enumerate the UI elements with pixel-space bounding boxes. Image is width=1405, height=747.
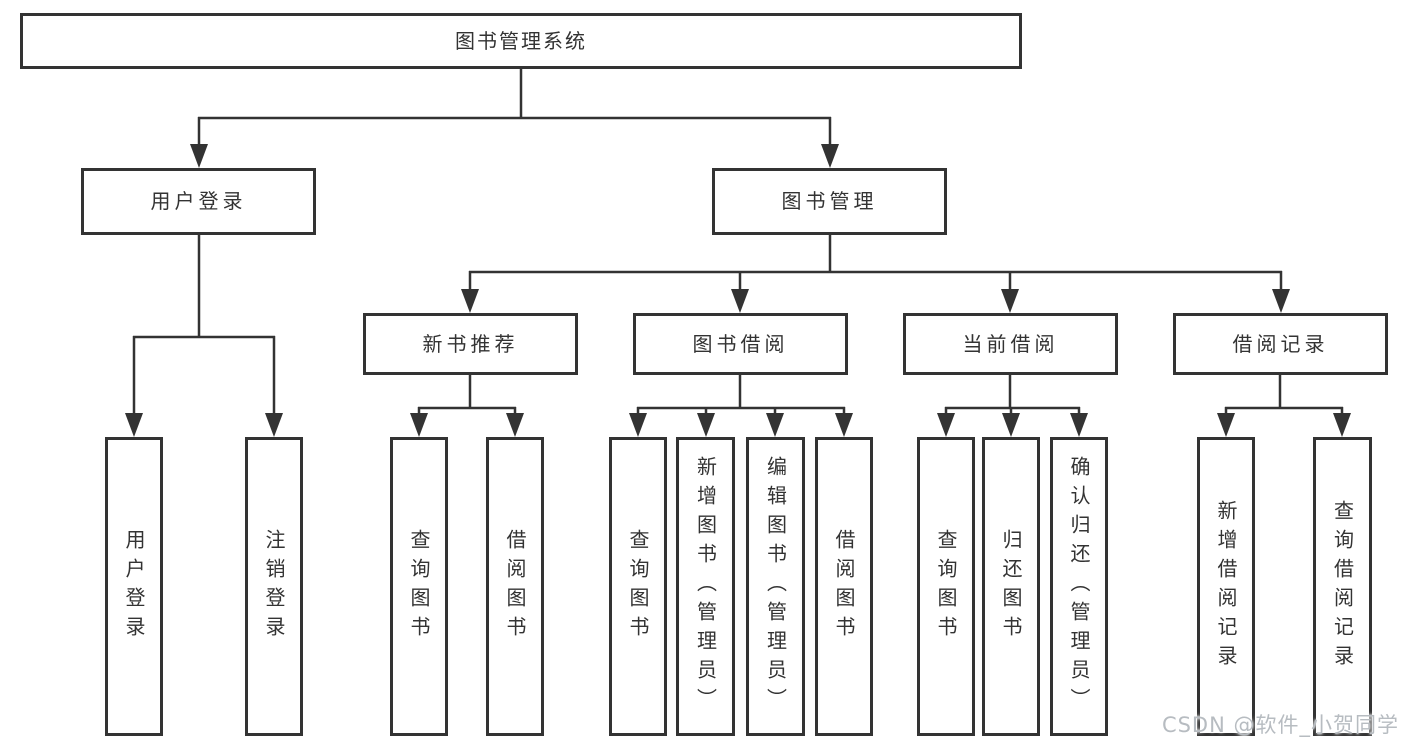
node-root: 图书管理系统 — [20, 13, 1022, 69]
node-new-book-recommend: 新书推荐 — [363, 313, 578, 375]
node-book-management-label: 图书管理 — [781, 189, 878, 213]
node-book-management: 图书管理 — [712, 168, 947, 235]
node-current-borrow-label: 当前借阅 — [962, 331, 1059, 356]
node-leaf-logout-label: 注销登录 — [262, 528, 286, 645]
node-leaf-edit-book-admin: 编辑图书（管理员） — [746, 437, 805, 736]
node-leaf-add-borrow-record-label: 新增借阅记录 — [1214, 499, 1238, 674]
node-leaf-logout: 注销登录 — [245, 437, 303, 736]
node-leaf-add-book-admin-label: 新增图书（管理员） — [693, 456, 718, 717]
node-leaf-query-book-3-label: 查询图书 — [934, 528, 958, 645]
node-leaf-query-book-1: 查询图书 — [390, 437, 448, 736]
node-borrow-records: 借阅记录 — [1173, 313, 1388, 375]
node-leaf-borrow-book-2-label: 借阅图书 — [832, 528, 856, 645]
node-leaf-borrow-book-1: 借阅图书 — [486, 437, 544, 736]
node-leaf-add-book-admin: 新增图书（管理员） — [676, 437, 735, 736]
watermark-text: CSDN @软件_小贺同学 — [1161, 713, 1399, 737]
node-leaf-add-borrow-record: 新增借阅记录 — [1197, 437, 1255, 736]
node-user-login: 用户登录 — [81, 168, 316, 235]
node-book-borrow: 图书借阅 — [633, 313, 848, 375]
node-leaf-user-login: 用户登录 — [105, 437, 163, 736]
node-book-borrow-label: 图书借阅 — [692, 331, 789, 356]
node-leaf-query-book-3: 查询图书 — [917, 437, 975, 736]
node-leaf-query-book-1-label: 查询图书 — [407, 528, 431, 645]
node-leaf-query-book-2: 查询图书 — [609, 437, 667, 736]
node-leaf-return-book-label: 归还图书 — [999, 528, 1023, 645]
node-borrow-records-label: 借阅记录 — [1232, 331, 1329, 356]
node-current-borrow: 当前借阅 — [903, 313, 1118, 375]
node-leaf-confirm-return-admin: 确认归还（管理员） — [1050, 437, 1108, 736]
node-leaf-user-login-label: 用户登录 — [122, 528, 146, 645]
node-leaf-borrow-book-1-label: 借阅图书 — [503, 528, 527, 645]
node-leaf-borrow-book-2: 借阅图书 — [815, 437, 873, 736]
node-leaf-edit-book-admin-label: 编辑图书（管理员） — [763, 456, 788, 717]
node-new-book-recommend-label: 新书推荐 — [422, 331, 519, 356]
node-user-login-label: 用户登录 — [150, 189, 247, 213]
node-leaf-query-borrow-record: 查询借阅记录 — [1313, 437, 1372, 736]
node-leaf-return-book: 归还图书 — [982, 437, 1040, 736]
node-leaf-confirm-return-admin-label: 确认归还（管理员） — [1067, 456, 1091, 717]
node-leaf-query-book-2-label: 查询图书 — [626, 528, 650, 645]
node-root-label: 图书管理系统 — [455, 28, 587, 53]
node-leaf-query-borrow-record-label: 查询借阅记录 — [1330, 499, 1355, 674]
